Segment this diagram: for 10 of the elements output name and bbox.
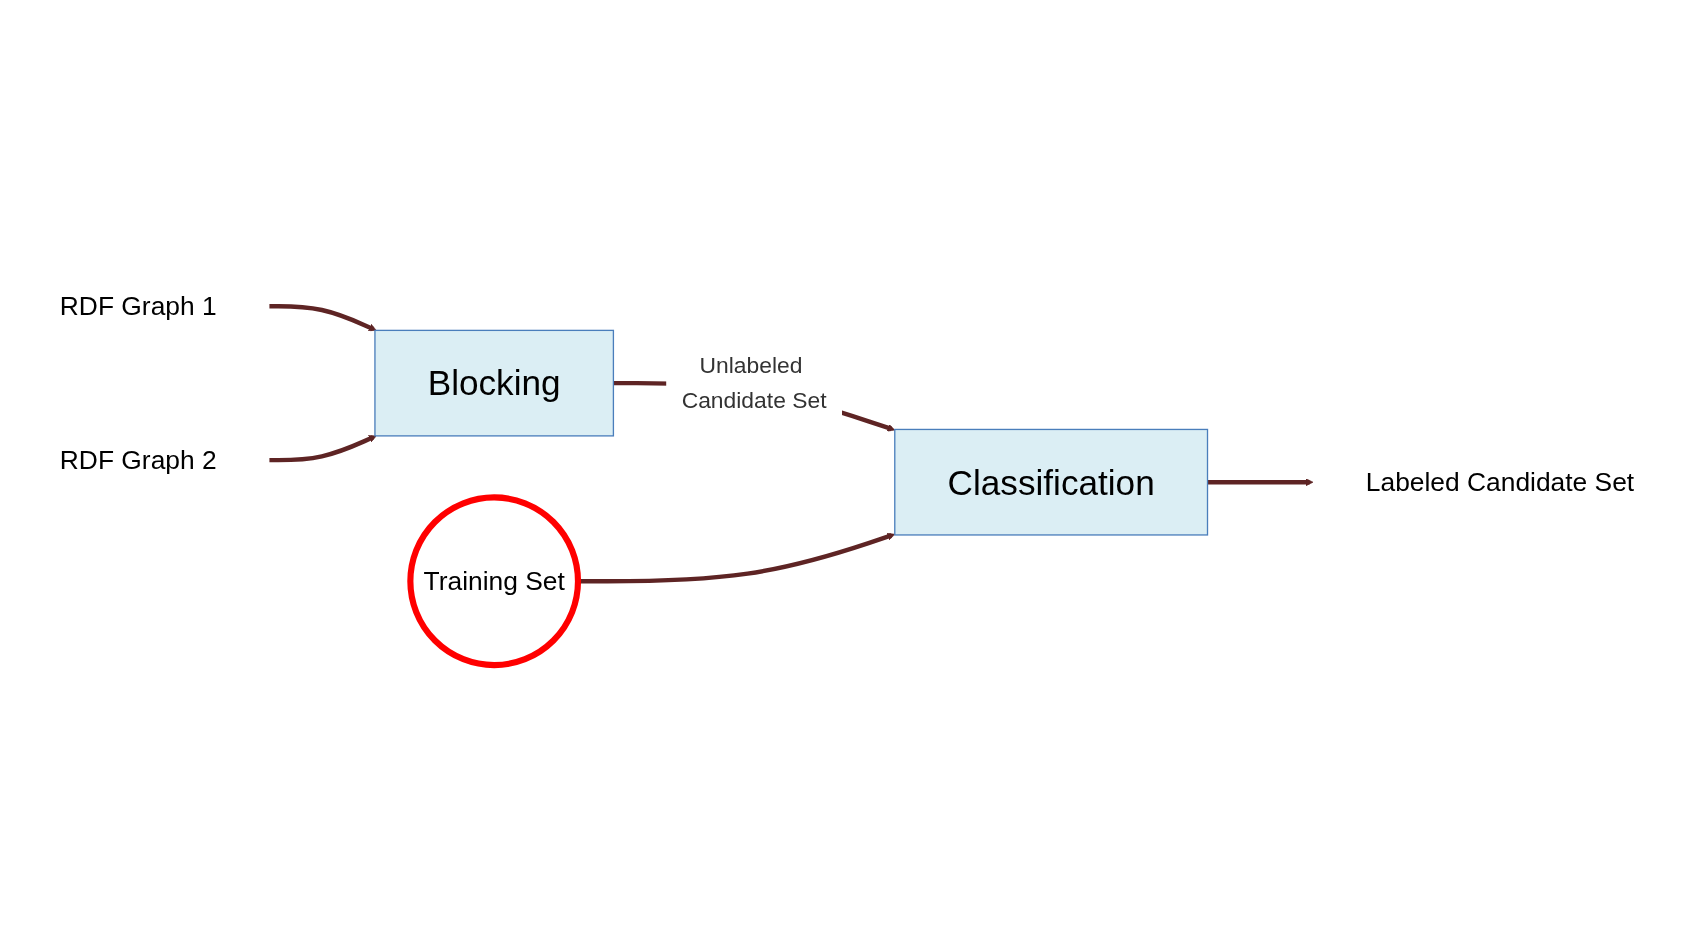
node-box: Classification [894, 428, 1209, 536]
node-text: RDF Graph 2 [59, 445, 217, 475]
arrow [1207, 478, 1314, 486]
arrow [269, 435, 377, 463]
node-text: RDF Graph 1 [59, 291, 217, 321]
arrow [269, 303, 377, 331]
node-text: Labeled Candidate Set [1365, 467, 1635, 497]
node-circle: Training Set [407, 494, 582, 669]
node-box: Blocking [374, 329, 615, 437]
edge-label: Unlabeled Candidate Set [681, 352, 827, 413]
